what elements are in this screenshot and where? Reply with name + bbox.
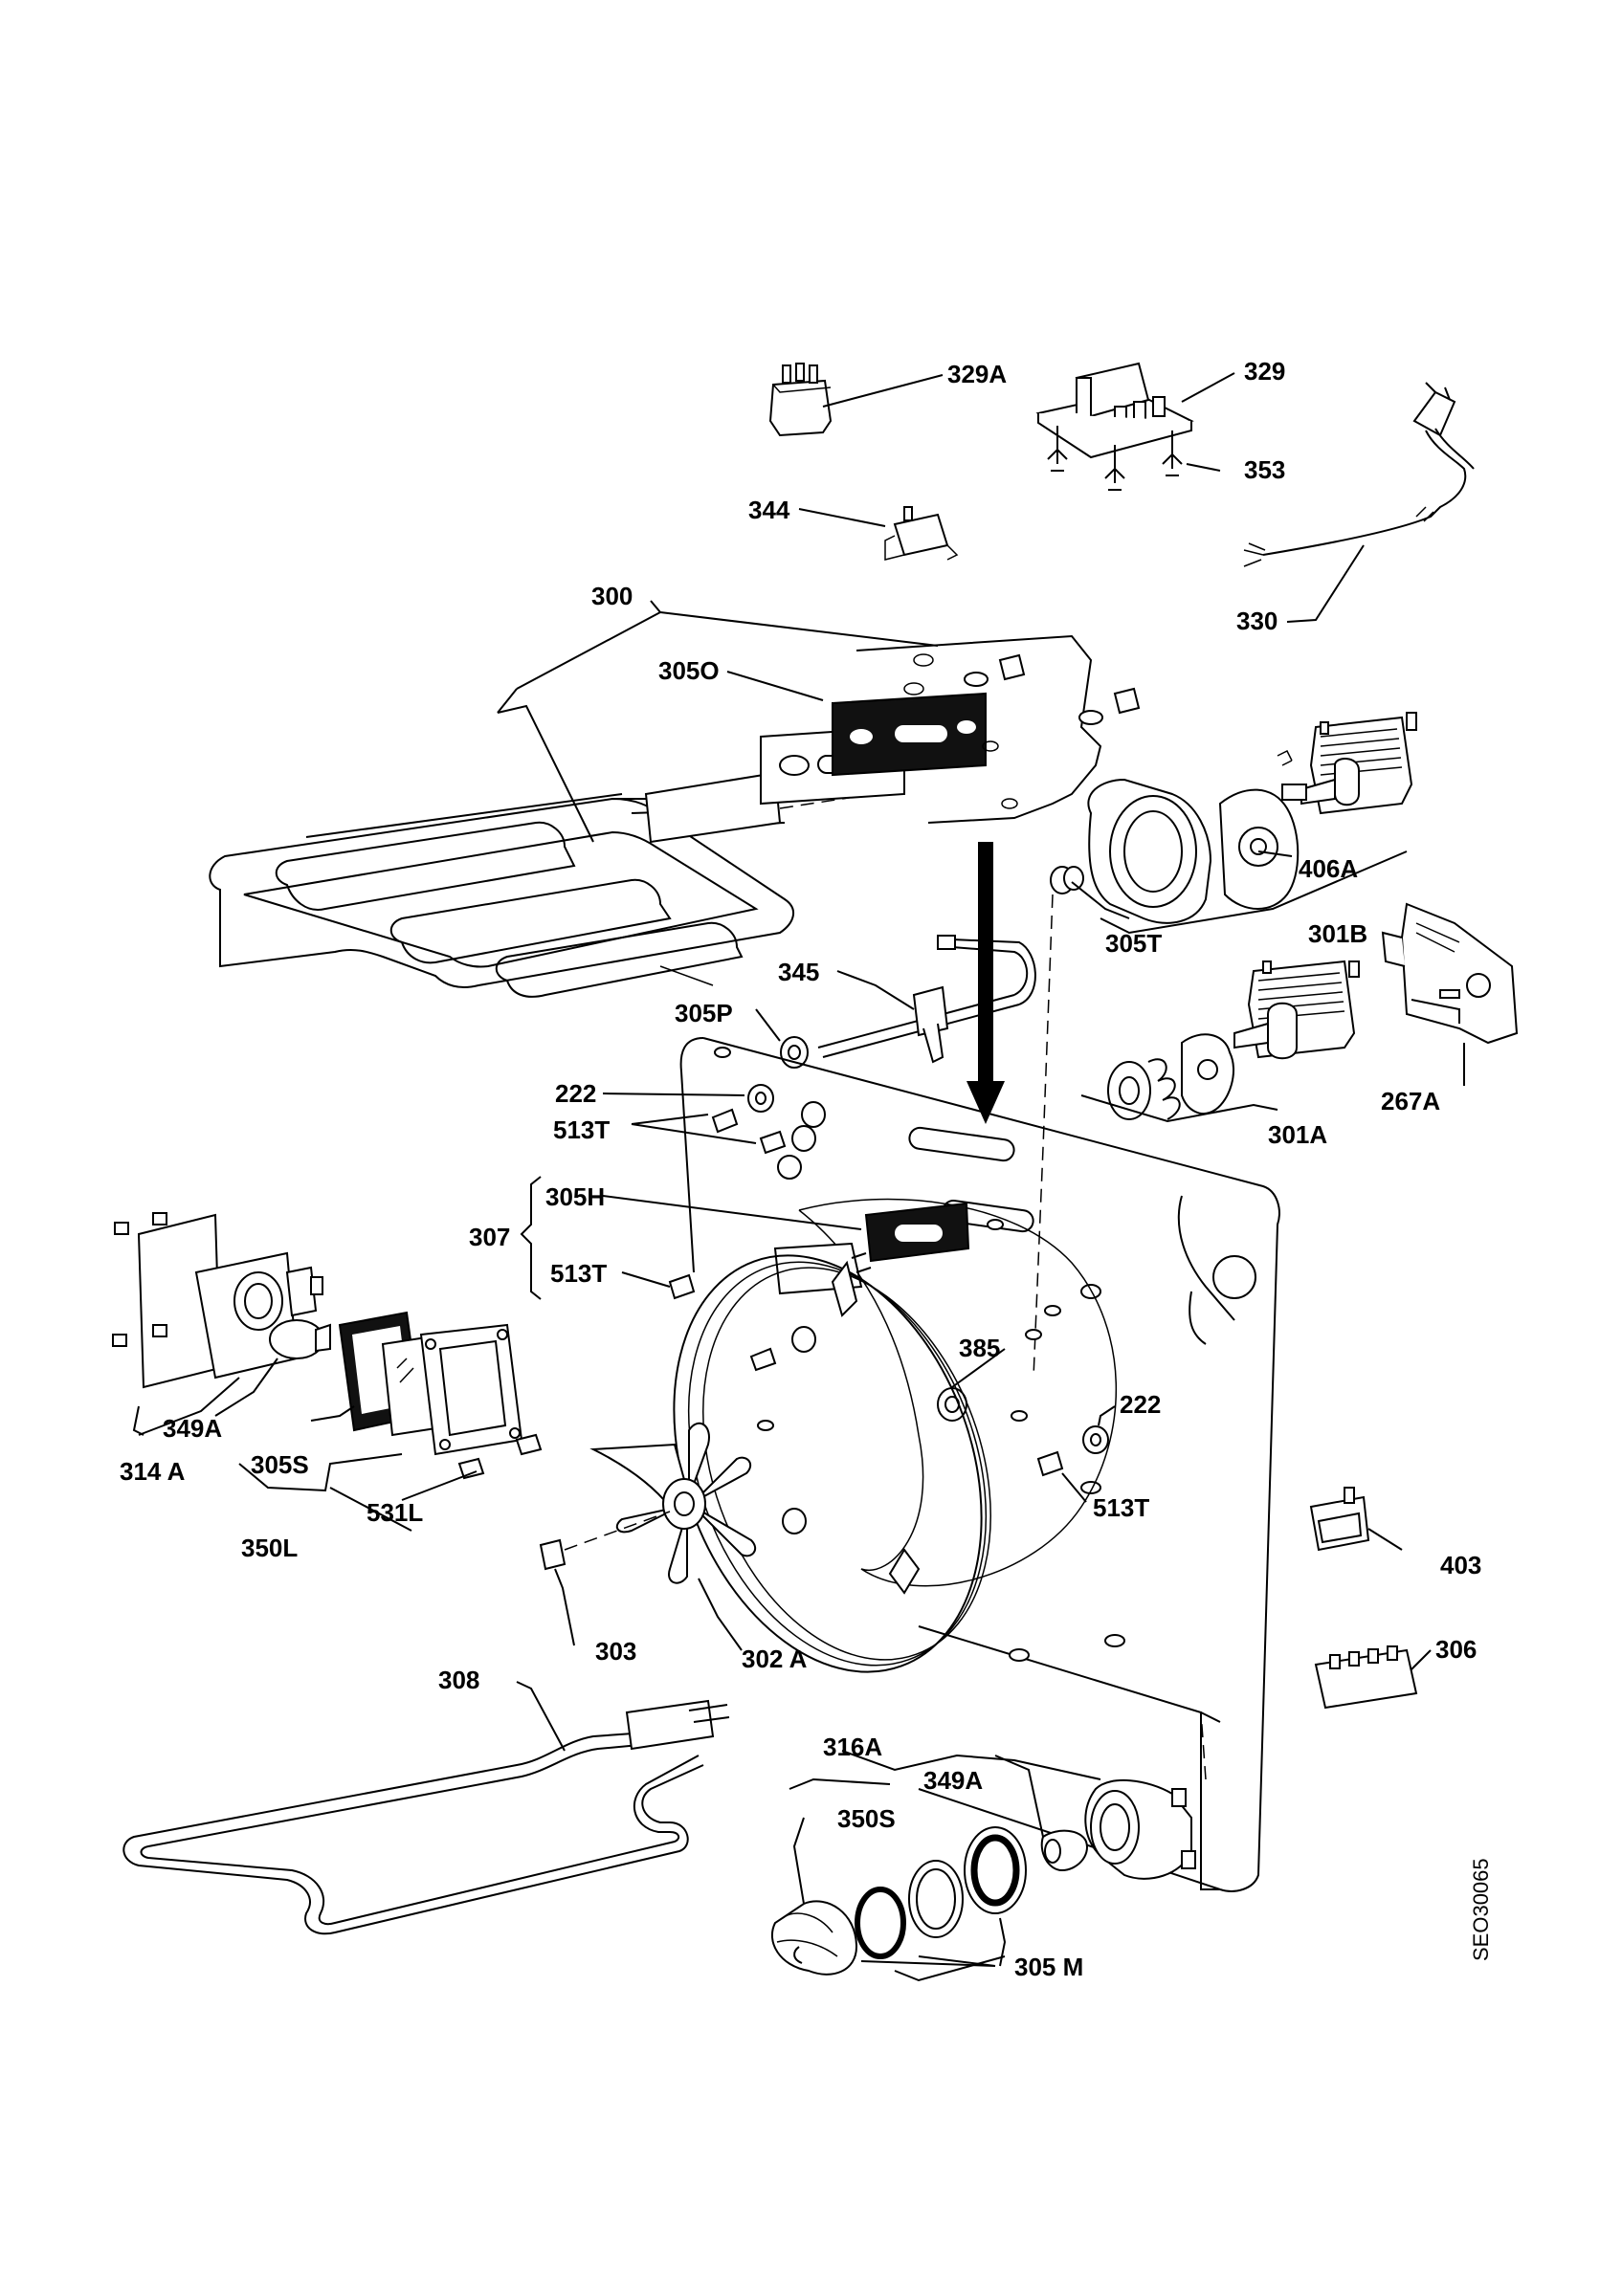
part-305h-gasket [668, 1202, 970, 1300]
part-329a-relay [768, 363, 833, 437]
label-329a: 329A [947, 360, 1007, 388]
label-305t: 305T [1105, 929, 1162, 958]
part-316a-lamp-assembly [1040, 1778, 1196, 1880]
label-305o: 305O [658, 656, 720, 685]
label-222-upper: 222 [555, 1079, 596, 1108]
leader-lines [132, 372, 1465, 1982]
label-349a-left: 349A [163, 1414, 222, 1443]
label-305p: 305P [675, 999, 733, 1027]
part-303-nut [539, 1511, 671, 1571]
part-353-spacers [1047, 426, 1183, 491]
part-344-switch [884, 506, 959, 561]
part-305t-grommet [1033, 866, 1084, 1379]
part-403-terminal-block [1309, 1487, 1370, 1552]
part-301b-fan-motor-assembly [1087, 712, 1417, 924]
label-305s-left: 305S [251, 1450, 309, 1479]
label-513t-middle: 513T [550, 1259, 607, 1288]
label-302a: 302 A [742, 1645, 808, 1673]
label-305h: 305H [545, 1182, 605, 1211]
label-353: 353 [1244, 455, 1285, 484]
label-385: 385 [959, 1334, 1000, 1362]
label-305m: 305 M [1014, 1953, 1083, 1981]
part-302a-fan-blade [589, 1422, 757, 1584]
label-350s: 350S [837, 1804, 896, 1833]
part-350s-lamp-glass [770, 1900, 858, 1976]
part-305m-gaskets [855, 1826, 1027, 1959]
part-rear-cover-upper [855, 634, 1141, 824]
part-222-513t-fasteners-upper [711, 1084, 826, 1180]
label-222-right: 222 [1120, 1390, 1161, 1419]
part-345-thermostat [817, 935, 1036, 1064]
label-316a: 316A [823, 1733, 882, 1761]
part-rear-panel [679, 1037, 1280, 1892]
label-306: 306 [1435, 1635, 1477, 1664]
label-330: 330 [1236, 607, 1278, 635]
part-301a-fan-motor [1107, 960, 1360, 1120]
part-222-513t-fasteners-right [1036, 1425, 1109, 1477]
label-513t-upper: 513T [553, 1115, 610, 1144]
part-308-bottom-element [122, 1699, 730, 1935]
label-403: 403 [1440, 1551, 1481, 1579]
label-344: 344 [748, 496, 790, 524]
part-314a-lamp-housing [112, 1212, 331, 1389]
label-329: 329 [1244, 357, 1285, 386]
assembly-direction-arrow [967, 842, 1005, 1124]
label-531l: 531L [367, 1498, 423, 1527]
part-329-filter-board [1035, 362, 1194, 459]
label-349a-bottom: 349A [923, 1766, 983, 1795]
label-308: 308 [438, 1666, 479, 1694]
part-267a-cover [1381, 902, 1519, 1045]
drawing-code: SEO30065 [1469, 1858, 1493, 1961]
part-305o-gasket [760, 692, 987, 806]
label-300: 300 [591, 582, 633, 610]
part-fastener-center [749, 1326, 816, 1534]
label-307: 307 [469, 1223, 510, 1251]
part-330-power-cord [1243, 382, 1475, 567]
label-314a: 314 A [120, 1457, 186, 1486]
label-301a: 301A [1268, 1120, 1327, 1149]
label-406a: 406A [1299, 854, 1358, 883]
label-513t-right: 513T [1093, 1493, 1149, 1522]
part-531l-screws [457, 1433, 543, 1480]
part-306-terminal-strip [1314, 1645, 1418, 1710]
label-267a: 267A [1381, 1087, 1440, 1115]
part-labels: 329A 329 353 344 330 300 305O 406A 305T … [120, 357, 1493, 1981]
label-301b: 301B [1308, 919, 1367, 948]
part-350l-lamp-cover [419, 1323, 523, 1456]
label-303: 303 [595, 1637, 636, 1666]
label-350l: 350L [241, 1534, 298, 1562]
label-345: 345 [778, 958, 819, 986]
